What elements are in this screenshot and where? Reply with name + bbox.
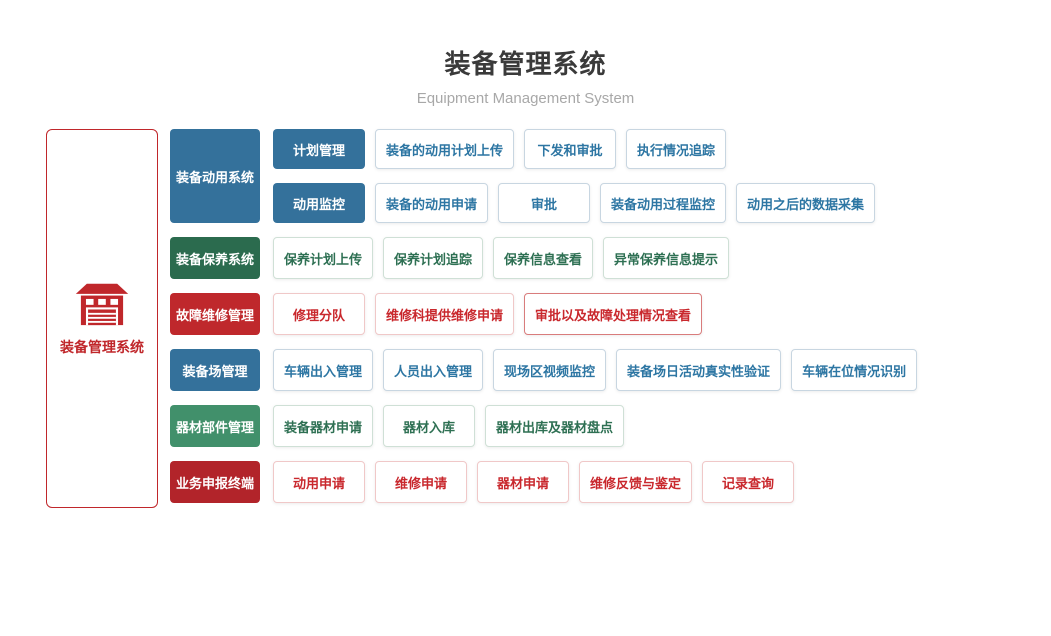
rows: 装备动用系统计划管理装备的动用计划上传下发和审批执行情况追踪动用监控装备的动用申… [170,129,918,503]
item-box: 记录查询 [702,461,795,503]
item-box: 装备器材申请 [273,405,374,447]
page-title: 装备管理系统 [444,49,607,79]
item-box: 器材出库及器材盘点 [485,405,625,447]
item-box: 现场区视频监控 [493,349,607,391]
category-row-maintenance-system: 装备保养系统保养计划上传保养计划追踪保养信息查看异常保养信息提示 [170,237,917,279]
item-box: 装备的动用计划上传 [375,129,515,169]
item-box: 审批 [498,183,591,223]
sub-row-deployment-monitoring: 动用监控装备的动用申请审批装备动用过程监控动用之后的数据采集 [273,183,876,223]
category-row-fault-repair-management: 故障维修管理修理分队维修科提供维修申请审批以及故障处理情况查看 [170,293,917,335]
item-box: 车辆出入管理 [273,349,374,391]
item-box: 审批以及故障处理情况查看 [524,293,703,335]
item-box: 装备动用过程监控 [600,183,727,223]
item-box: 动用之后的数据采集 [736,183,876,223]
system-diagram: 装备管理系统 装备动用系统计划管理装备的动用计划上传下发和审批执行情况追踪动用监… [46,129,918,508]
item-box: 下发和审批 [524,129,617,169]
root-system-label: 装备管理系统 [60,338,144,355]
item-box: 器材入库 [383,405,476,447]
category-box-depot-management: 装备场管理 [170,349,260,391]
category-row-deployment-system: 装备动用系统计划管理装备的动用计划上传下发和审批执行情况追踪动用监控装备的动用申… [170,129,917,223]
item-box: 保养计划上传 [273,237,374,279]
item-box: 维修科提供维修申请 [375,293,515,335]
item-box: 修理分队 [273,293,365,335]
item-box: 车辆在位情况识别 [791,349,918,391]
item-box: 器材申请 [477,461,569,503]
item-box: 装备场日活动真实性验证 [616,349,782,391]
sub-row-plan-management: 计划管理装备的动用计划上传下发和审批执行情况追踪 [273,129,875,169]
root-system-box: 装备管理系统 [46,129,158,508]
item-box: 动用申请 [273,461,365,503]
page-header: 装备管理系统 Equipment Management System [0,0,1051,107]
item-box: 维修申请 [375,461,467,503]
category-box-service-report-terminal: 业务申报终端 [170,461,260,503]
item-box: 维修反馈与鉴定 [579,461,693,503]
item-box: 执行情况追踪 [626,129,727,169]
category-box-fault-repair-management: 故障维修管理 [170,293,260,335]
category-row-parts-management: 器材部件管理装备器材申请器材入库器材出库及器材盘点 [170,405,917,447]
page-subtitle: Equipment Management System [416,90,635,107]
subcategory-box-plan-management: 计划管理 [273,129,365,169]
category-box-parts-management: 器材部件管理 [170,405,260,447]
subcategory-box-deployment-monitoring: 动用监控 [273,183,365,223]
item-box: 异常保养信息提示 [603,237,730,279]
sub-column: 计划管理装备的动用计划上传下发和审批执行情况追踪动用监控装备的动用申请审批装备动… [273,129,876,223]
category-box-maintenance-system: 装备保养系统 [170,237,260,279]
item-box: 保养信息查看 [493,237,594,279]
category-box-deployment-system: 装备动用系统 [170,129,260,223]
category-row-depot-management: 装备场管理车辆出入管理人员出入管理现场区视频监控装备场日活动真实性验证车辆在位情… [170,349,918,391]
category-row-service-report-terminal: 业务申报终端动用申请维修申请器材申请维修反馈与鉴定记录查询 [170,461,917,503]
item-box: 装备的动用申请 [375,183,489,223]
item-box: 保养计划追踪 [383,237,484,279]
item-box: 人员出入管理 [383,349,484,391]
garage-icon [75,283,129,325]
